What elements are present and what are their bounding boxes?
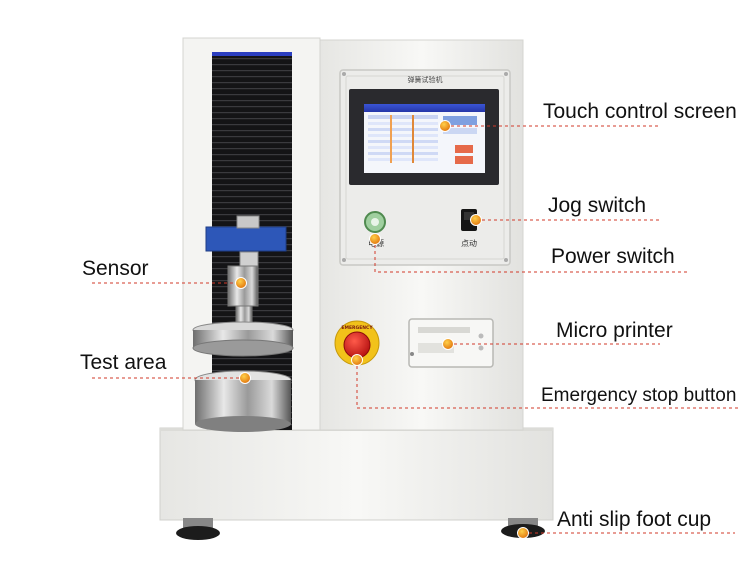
foot-cup-left [176,518,220,540]
callout-touch-control-screen: Touch control screen [543,100,737,123]
panel-title: 弹簧试验机 [408,75,443,84]
callout-dot-foot-cup [517,527,529,539]
screw [342,72,346,76]
screen-data-table [368,115,438,163]
callout-dot-sensor [235,277,247,289]
screw [504,72,508,76]
load-sensor [227,265,259,307]
callout-power-switch: Power switch [551,245,675,268]
callout-dot-power-switch [369,233,381,245]
callout-micro-printer: Micro printer [556,319,673,342]
callout-dot-micro-printer [442,338,454,350]
emergency-ring-text: EMERGENCY [341,325,373,331]
callout-dot-test-area [239,372,251,384]
jog-switch-label: 点动 [461,238,477,248]
crosshead-clamp [205,226,287,252]
callout-jog-switch: Jog switch [548,194,647,217]
callout-dot-emergency-stop [351,354,363,366]
callout-anti-slip-foot-cup: Anti slip foot cup [557,508,712,531]
callout-lines [92,125,740,534]
screw [504,258,508,262]
base-cabinet [159,427,554,521]
callout-emergency-stop-button: Emergency stop button [541,385,737,406]
screw [342,258,346,262]
callout-sensor: Sensor [82,257,149,280]
callout-test-area: Test area [80,351,167,374]
callout-dot-jog-switch [470,214,482,226]
callout-dot-touch-screen [439,120,451,132]
